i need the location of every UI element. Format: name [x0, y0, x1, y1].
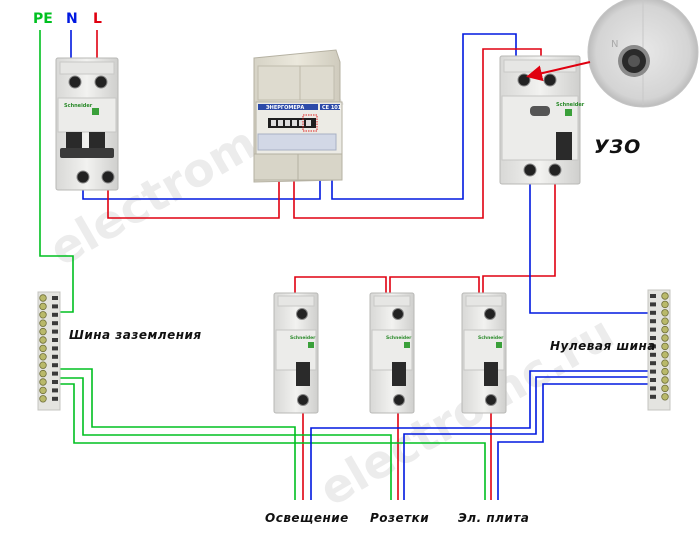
bus-screw: [39, 353, 47, 361]
bus-terminal: [650, 319, 656, 324]
bus-terminal: [52, 388, 58, 393]
load-label-stove: Эл. плита: [458, 511, 530, 525]
bus-screw: [39, 344, 47, 353]
bus-screw: [661, 292, 669, 300]
n-wire-breaker-meter: [82, 180, 321, 200]
bus-terminal: [650, 310, 656, 315]
bus-terminal: [52, 396, 58, 401]
main-breaker: Schneider: [55, 57, 119, 191]
bus-terminal: [52, 346, 58, 351]
bus-terminal: [650, 302, 656, 307]
bus-screw: [661, 359, 669, 367]
bus-screw: [661, 384, 669, 393]
n-wire-meter-rcd: [331, 33, 517, 200]
branch-breaker: Schneider: [273, 292, 319, 414]
bus-screw: [39, 311, 47, 319]
bus-terminal: [52, 338, 58, 342]
l-wire-breaker-meter: [107, 180, 280, 219]
l-wire-rcd-breakers: [482, 183, 556, 293]
bus-terminal: [650, 294, 656, 298]
bus-terminal: [650, 336, 656, 340]
rcd-terminal-magnifier: N: [587, 0, 699, 108]
bus-terminal: [650, 369, 656, 374]
l-label: L: [93, 11, 102, 27]
bus-screw: [661, 309, 669, 317]
bus-terminal: [52, 304, 58, 309]
svg-text:N: N: [611, 39, 618, 50]
ground-bus-label: Шина заземления: [69, 328, 202, 342]
callout-arrow: [526, 61, 591, 82]
n-wire-rcd-bus: [529, 183, 651, 314]
bus-terminal: [650, 378, 656, 382]
n-wire-stove: [497, 383, 653, 500]
neutral-bus: [647, 289, 671, 411]
bus-terminal: [52, 329, 58, 334]
bus-terminal: [650, 361, 656, 366]
bus-terminal: [52, 380, 58, 384]
svg-text:Schneider: Schneider: [290, 335, 316, 341]
bus-screw: [661, 393, 669, 401]
bus-screw: [39, 386, 47, 395]
bus-terminal: [52, 363, 58, 368]
bus-screw: [661, 342, 669, 351]
rcd-device: Schneider: [499, 55, 585, 185]
pe-wire: [39, 30, 74, 313]
load-label-sockets: Розетки: [370, 511, 430, 525]
bus-screw: [39, 327, 47, 336]
bus-screw: [39, 302, 47, 311]
svg-text:Schneider: Schneider: [556, 102, 585, 108]
bus-terminal: [52, 312, 58, 317]
bus-screw: [661, 325, 669, 334]
bus-screw: [661, 351, 669, 359]
pe-wire-lighting: [52, 368, 296, 500]
svg-text:Schneider: Schneider: [478, 335, 504, 341]
bus-terminal: [650, 394, 656, 399]
bus-screw: [39, 361, 47, 369]
svg-text:CE 101: CE 101: [322, 105, 342, 111]
bus-screw: [39, 378, 47, 386]
bus-terminal: [52, 371, 58, 376]
bus-screw: [661, 300, 669, 309]
bus-screw: [661, 376, 669, 384]
bus-terminal: [52, 321, 58, 326]
bus-screw: [39, 319, 47, 327]
svg-text:Schneider: Schneider: [386, 335, 412, 341]
bus-terminal: [650, 327, 656, 332]
load-label-lighting: Освещение: [265, 511, 349, 525]
pe-wire-sockets: [52, 377, 392, 500]
n-wire-sockets: [403, 376, 653, 500]
bus-terminal: [650, 352, 656, 357]
svg-text:Schneider: Schneider: [64, 103, 93, 109]
bus-screw: [661, 334, 669, 342]
branch-breaker: Schneider: [369, 292, 415, 414]
branch-breaker: Schneider: [461, 292, 507, 414]
n-wire-lighting: [310, 370, 653, 500]
bus-screw: [39, 395, 47, 403]
pe-wire-stove: [52, 383, 486, 500]
energy-meter: ЭНЕРГОМЕРА CE 101: [253, 49, 343, 183]
neutral-bus-label: Нулевая шина: [550, 339, 656, 353]
bus-screw: [661, 367, 669, 376]
pe-label: PE: [33, 11, 53, 27]
bus-screw: [39, 294, 47, 302]
bus-terminal: [52, 296, 58, 300]
bus-screw: [39, 336, 47, 344]
l-wire-meter-rcd: [293, 48, 542, 219]
svg-text:ЭНЕРГОМЕРА: ЭНЕРГОМЕРА: [266, 105, 304, 111]
bus-terminal: [650, 344, 656, 349]
n-label: N: [66, 11, 78, 27]
bus-screw: [39, 369, 47, 378]
bus-screw: [661, 317, 669, 325]
bus-terminal: [650, 386, 656, 391]
rcd-label: УЗО: [594, 136, 642, 158]
bus-terminal: [52, 354, 58, 359]
ground-bus: [37, 291, 61, 411]
